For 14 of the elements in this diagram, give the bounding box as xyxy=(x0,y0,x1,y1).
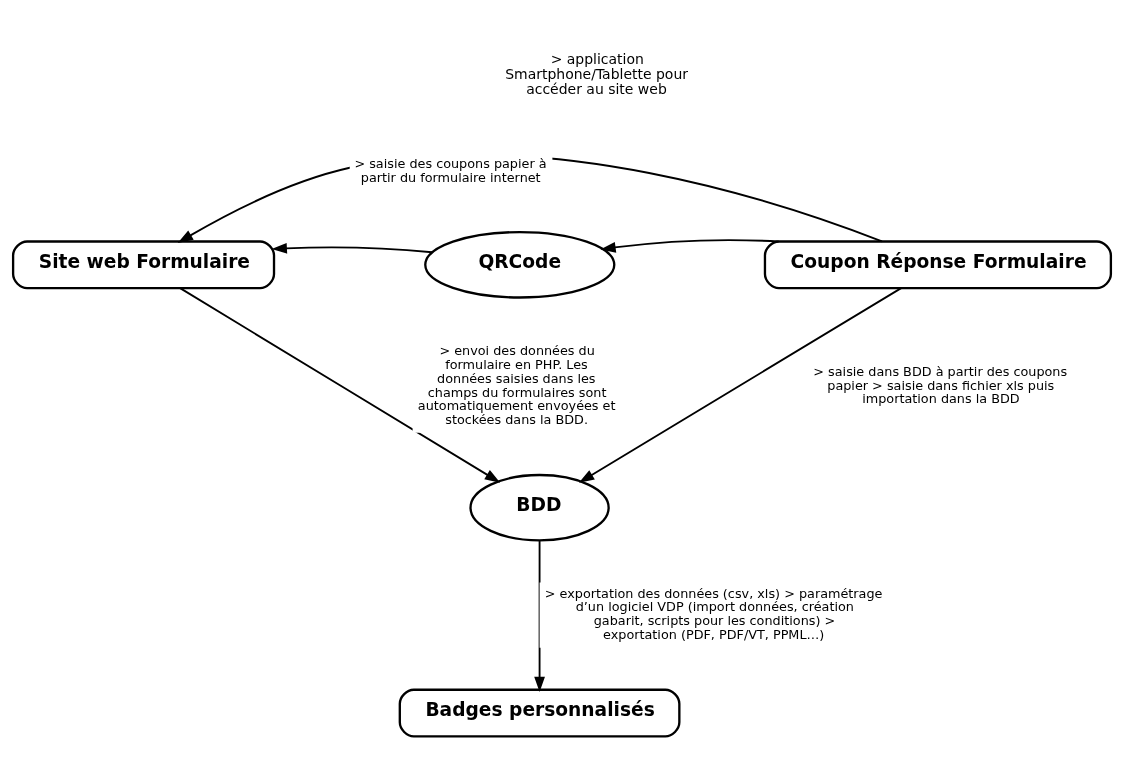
arrow xyxy=(534,540,545,693)
label: > application Smartphone/Tablette pour accéder au site web xyxy=(505,50,689,97)
node-box: Site web Formulaire xyxy=(11,240,276,290)
edge-label: > saisie dans BDD à partir des coupons papier > saisie dans fichier xls puis importation dans la BDD xyxy=(813,363,1068,407)
node-box: Badges personnalisés xyxy=(398,688,681,738)
arrow xyxy=(271,242,433,254)
arrow xyxy=(600,239,780,253)
edge-label: > saisie des coupons papier à partir du formulaire internet xyxy=(354,155,547,185)
edge-label: > envoi des données du formulaire en PHP. Les données saisies dans les champs du formulaires sont automatiquement envoyées et stockées dans la BDD. xyxy=(417,342,616,428)
edge-label: > exportation des données (csv, xls) > paramétrage d’un logiciel VDP (import données, création gabarit, scripts pour les conditions) > exportation (PDF, PDF/VT, PPML…) xyxy=(544,585,883,643)
node-box: Coupon Réponse Formulaire xyxy=(763,240,1113,290)
arrow xyxy=(578,287,903,483)
node-ellipse: BDD xyxy=(469,473,610,542)
arrow xyxy=(179,287,501,483)
